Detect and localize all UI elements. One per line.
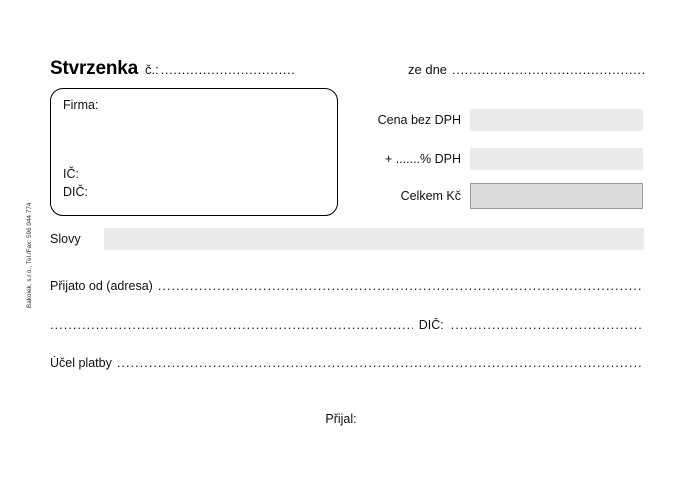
- receipt-number-input[interactable]: ................................: [160, 62, 296, 77]
- date-input[interactable]: ........................................…: [452, 62, 646, 77]
- slovy-row: Slovy: [50, 228, 644, 250]
- receipt-number-label: č.:: [144, 62, 159, 77]
- amount-row-celkem: Celkem Kč: [358, 183, 643, 209]
- amount-field-celkem[interactable]: [470, 183, 643, 209]
- ucel-platby-input[interactable]: ........................................…: [116, 356, 642, 370]
- amount-label-dph: + .......% DPH: [384, 152, 461, 166]
- line-prijato-od: Přijato od (adresa) ....................…: [50, 279, 646, 293]
- amount-row-cena-bez-dph: Cena bez DPH: [358, 109, 643, 131]
- slovy-field[interactable]: [104, 228, 644, 250]
- prijato-od-label: Přijato od (adresa): [50, 279, 153, 293]
- dic-label: DIČ:: [63, 185, 88, 199]
- line-dic: ........................................…: [50, 318, 646, 332]
- date-label: ze dne: [408, 62, 448, 77]
- page-title: Stvrzenka: [50, 58, 138, 79]
- line-ucel-platby: Účel platby ............................…: [50, 356, 646, 370]
- slovy-label: Slovy: [50, 232, 81, 246]
- title-row: Stvrzenka č.: ..........................…: [50, 58, 295, 80]
- amount-label-celkem: Celkem Kč: [400, 189, 461, 203]
- dic-input[interactable]: ........................................…: [450, 318, 642, 332]
- date-row: ze dne .................................…: [408, 62, 646, 77]
- amount-label-cena-bez-dph: Cena bez DPH: [377, 113, 461, 127]
- company-box[interactable]: Firma: IČ: DIČ:: [50, 88, 338, 216]
- amount-field-dph[interactable]: [470, 148, 643, 170]
- amount-row-dph: + .......% DPH: [358, 148, 643, 170]
- firma-label: Firma:: [63, 98, 99, 112]
- publisher-credit: Bakolek, s.r.o., Tel./Fax: 596 044 774: [26, 202, 33, 309]
- amount-field-cena-bez-dph[interactable]: [470, 109, 643, 131]
- prijal-label: Přijal:: [325, 412, 357, 426]
- ico-label: IČ:: [63, 167, 79, 181]
- prijato-od-input[interactable]: ........................................…: [157, 279, 642, 293]
- ucel-platby-label: Účel platby: [50, 356, 112, 370]
- address-continuation-input[interactable]: ........................................…: [50, 318, 413, 332]
- dic-inline-label: DIČ:: [418, 318, 444, 332]
